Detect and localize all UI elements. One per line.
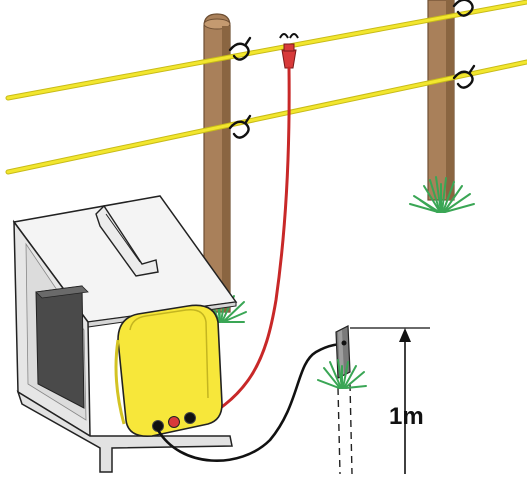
depth-label: 1m — [389, 403, 424, 430]
depth-dimension: 1m — [350, 328, 430, 474]
ground-stake-buried — [338, 384, 352, 474]
energizer-unit — [116, 305, 222, 436]
ground-stake — [336, 326, 352, 474]
aux-terminal — [185, 413, 196, 424]
live-terminal — [169, 417, 180, 428]
dimension-arrowhead — [399, 328, 411, 342]
live-lead-clip — [280, 34, 298, 68]
fence-post-right — [428, 0, 454, 200]
